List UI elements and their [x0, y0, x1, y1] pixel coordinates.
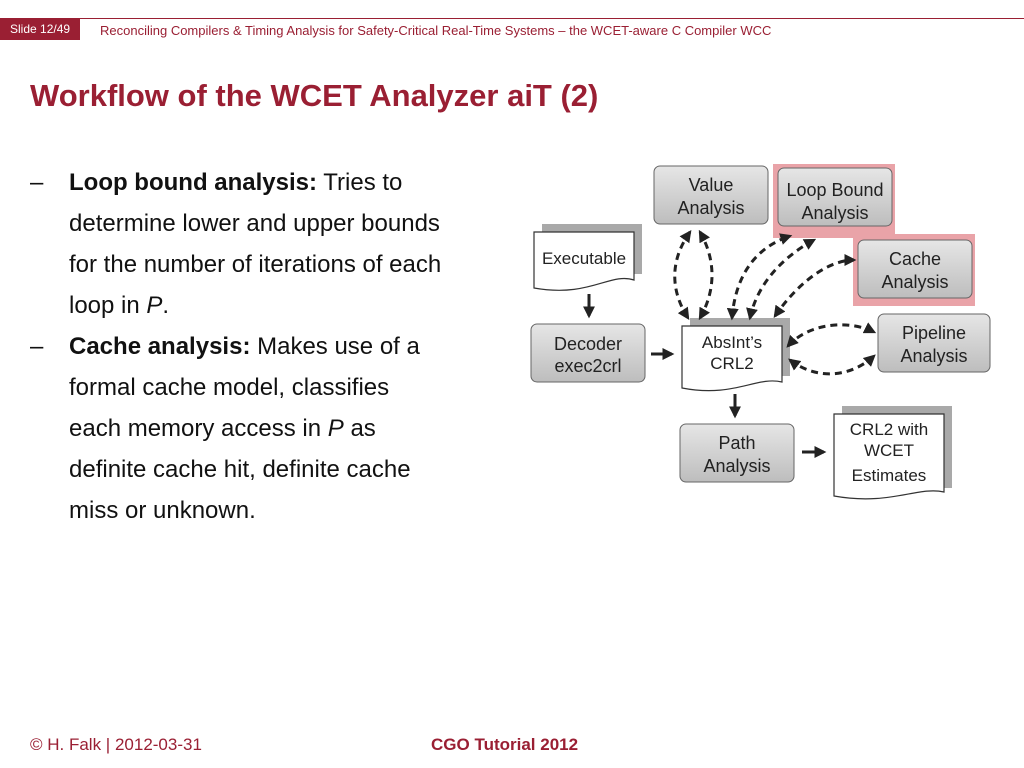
loop-bound-box: Loop Bound Analysis	[773, 164, 895, 238]
pipeline-line2: Analysis	[900, 346, 967, 366]
crl2-line1: AbsInt’s	[702, 333, 762, 352]
program-var: P	[146, 292, 163, 319]
bullet-list: – Loop bound analysis: Tries to determin…	[30, 162, 520, 531]
bullet-text: as	[343, 415, 376, 442]
bullet-text: definite cache hit, definite cache	[69, 456, 411, 483]
value-line2: Analysis	[677, 198, 744, 218]
workflow-diagram: Executable Decoder exec2crl AbsInt’s CRL…	[530, 164, 991, 500]
loop-line2: Analysis	[801, 203, 868, 223]
term-loop-bound: Loop bound analysis:	[69, 169, 318, 196]
path-analysis-box: Path Analysis	[679, 423, 795, 483]
cache-line2: Analysis	[881, 272, 948, 292]
crl2-line2: CRL2	[710, 354, 753, 373]
executable-label: Executable	[542, 249, 626, 268]
wcet-line3: Estimates	[852, 466, 927, 485]
term-cache: Cache analysis:	[69, 333, 251, 360]
cache-line1: Cache	[889, 249, 941, 269]
bullet-loop-bound: – Loop bound analysis: Tries to determin…	[30, 162, 520, 326]
bullet-text: for the number of iterations of each	[69, 251, 442, 278]
bullet-cache: – Cache analysis: Makes use of a formal …	[30, 326, 520, 531]
bullet-text: miss or unknown.	[69, 497, 256, 524]
cache-box: Cache Analysis	[853, 234, 975, 306]
bullet-text: each memory access in	[69, 415, 328, 442]
bullet-text: Makes use of a	[250, 333, 420, 360]
wcet-line1: CRL2 with	[850, 420, 928, 439]
decoder-line2: exec2crl	[554, 356, 621, 376]
value-line1: Value	[689, 175, 734, 195]
pipeline-box: Pipeline Analysis	[877, 313, 991, 373]
slide-title: Workflow of the WCET Analyzer aiT (2)	[30, 78, 599, 113]
bullet-text: determine lower and upper bounds	[69, 210, 440, 237]
slide-number: Slide 12/49	[0, 18, 81, 40]
header-title: Reconciling Compilers & Timing Analysis …	[100, 23, 772, 38]
path-line2: Analysis	[703, 456, 770, 476]
bullet-dash: –	[30, 333, 44, 360]
value-analysis-box: Value Analysis	[653, 165, 769, 225]
arc-pipeline-crl2-top	[786, 322, 877, 348]
bullet-text: Tries to	[317, 169, 403, 196]
pipeline-line1: Pipeline	[902, 323, 966, 343]
crl2-wcet-doc: CRL2 with WCET Estimates	[833, 406, 952, 500]
path-line1: Path	[718, 433, 755, 453]
crl2-doc: AbsInt’s CRL2	[681, 318, 790, 392]
footer-event: CGO Tutorial 2012	[431, 735, 579, 754]
decoder-box: Decoder exec2crl	[530, 323, 646, 383]
loop-line1: Loop Bound	[786, 180, 883, 200]
executable-doc: Executable	[533, 224, 642, 291]
bullet-text: formal cache model, classifies	[69, 374, 390, 401]
arc-loop-crl2-a	[726, 233, 793, 321]
program-var: P	[327, 415, 344, 442]
bullet-dash: –	[30, 169, 44, 196]
arc-value-crl2-left	[673, 230, 692, 321]
arc-cache-crl2	[773, 254, 857, 318]
footer-author: © H. Falk | 2012-03-31	[30, 735, 202, 754]
wcet-line2: WCET	[864, 441, 914, 460]
bullet-text: loop in	[69, 292, 147, 319]
arc-pipeline-crl2-bottom	[788, 354, 876, 376]
bullet-text: .	[162, 292, 170, 319]
header-rule	[0, 18, 1024, 19]
decoder-line1: Decoder	[554, 334, 622, 354]
arc-value-crl2-right	[698, 229, 714, 321]
